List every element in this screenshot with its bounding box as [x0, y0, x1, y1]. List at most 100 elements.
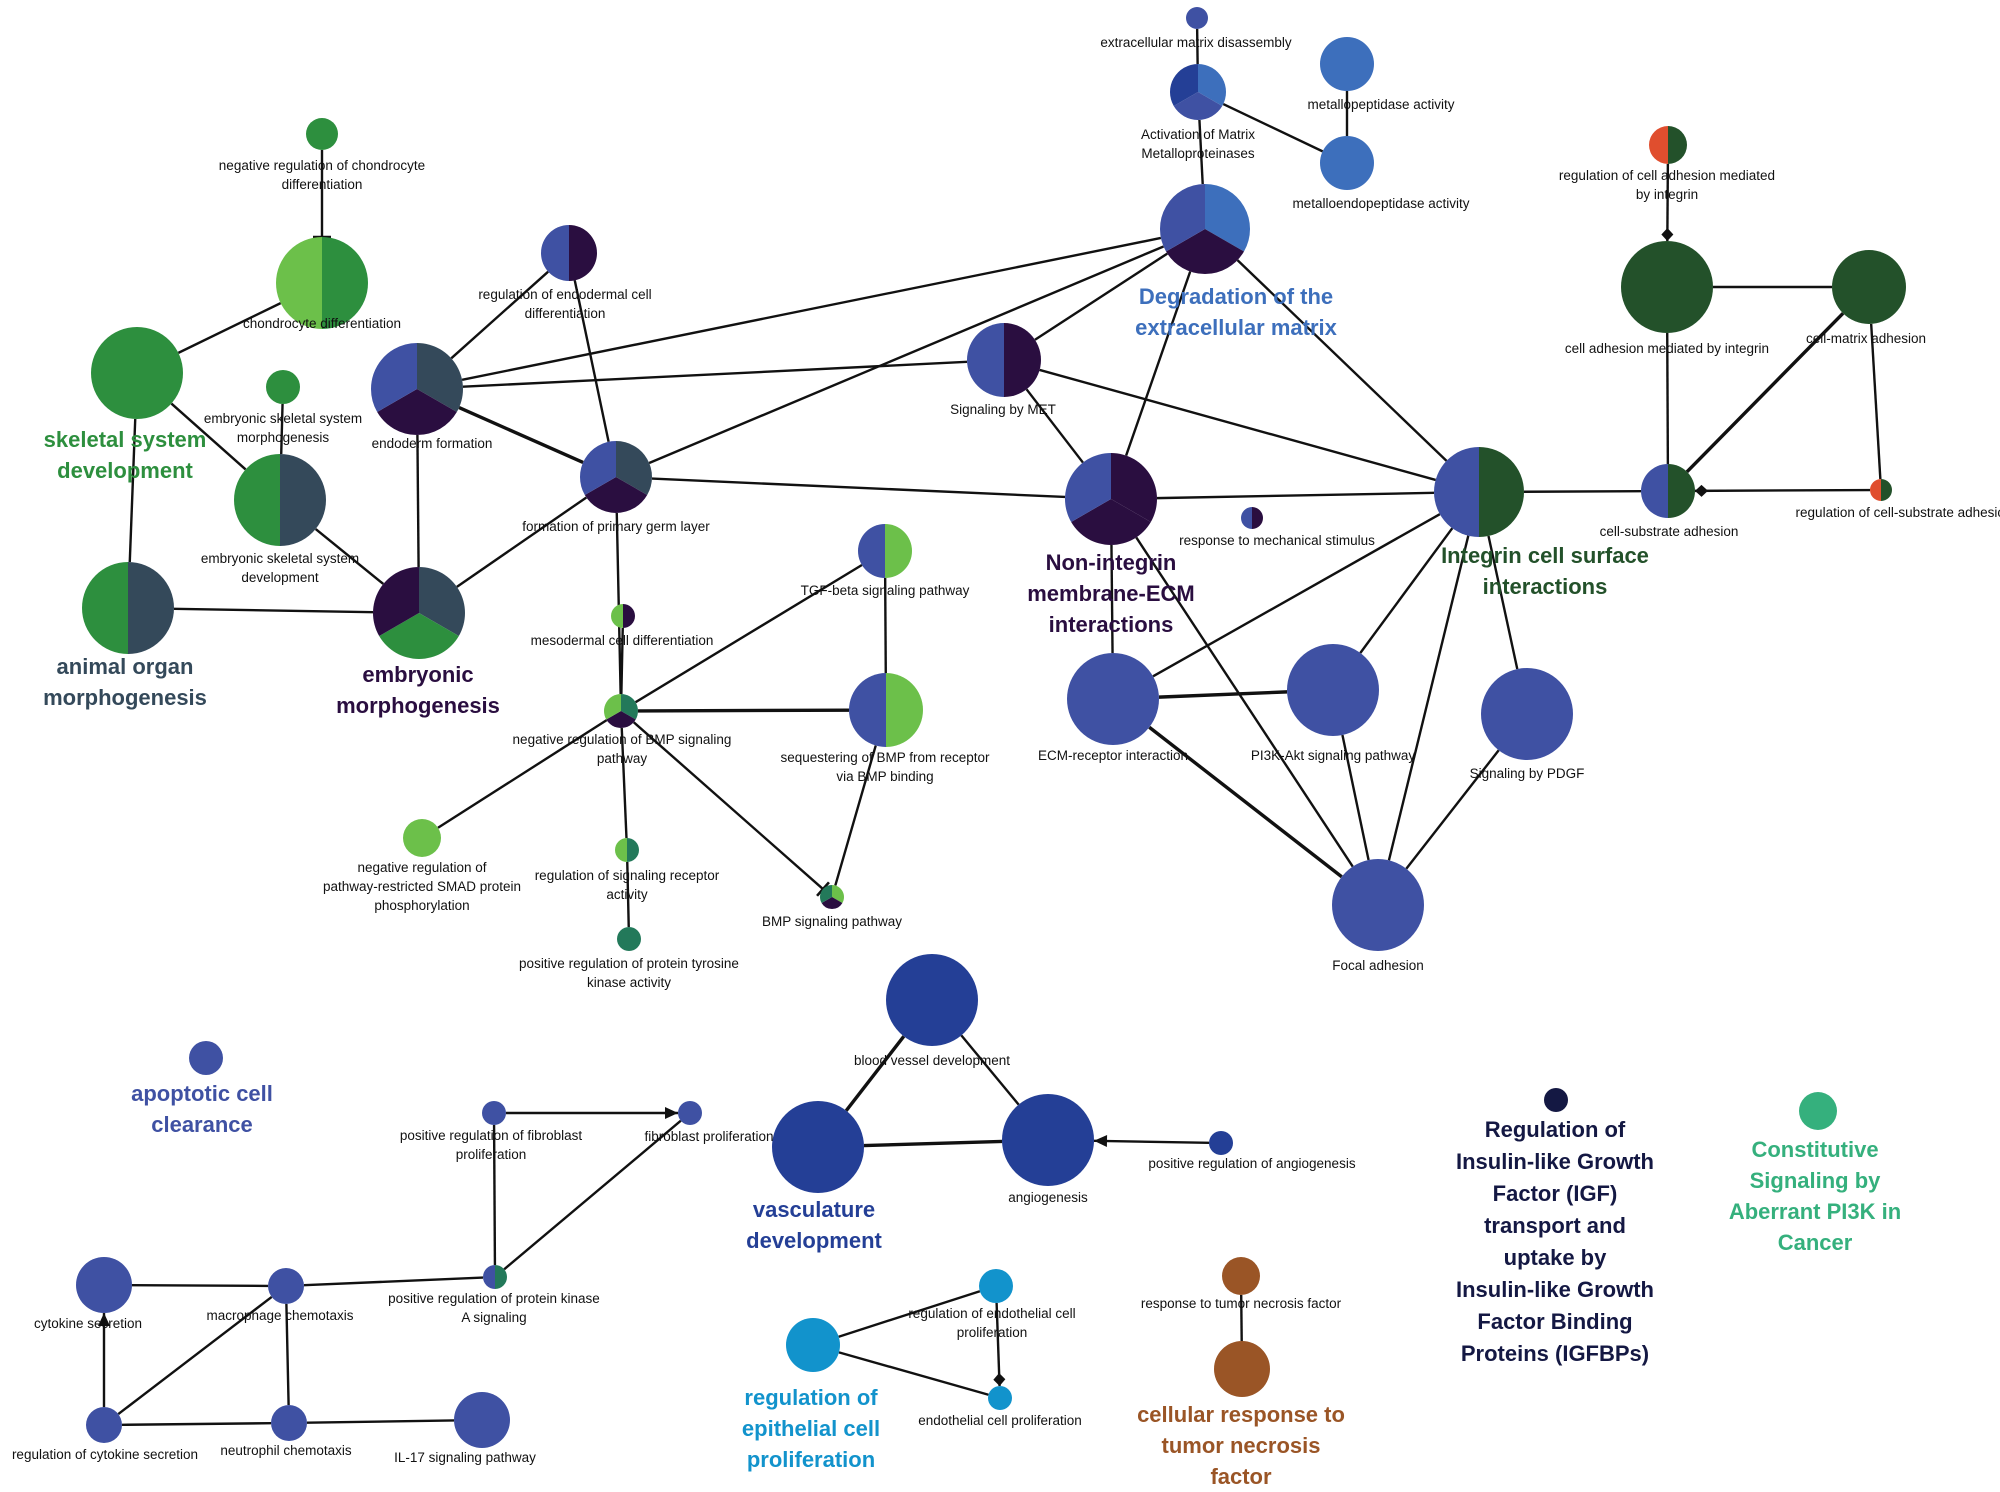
node-mech[interactable]: response to mechanical stimulus — [1241, 507, 1263, 529]
node-degradation[interactable]: Degradation of the extracellular matrix — [1160, 184, 1251, 275]
node-metalloendo[interactable]: metalloendopeptidase activity — [1320, 136, 1374, 190]
edge-reg_cytokine-cytokine_sec — [98, 1313, 110, 1407]
node-reg-cytokine[interactable]: regulation of cytokine secretion — [86, 1407, 122, 1443]
node-label-metalloendo: metalloendopeptidase activity — [1292, 196, 1469, 211]
edge-act_mmp-metalloendo — [1222, 102, 1324, 153]
node-neg-bmp[interactable]: negative regulation of BMP signaling pat… — [604, 694, 638, 728]
node-slice — [1002, 1094, 1094, 1186]
node-igf[interactable]: Regulation of Insulin-like Growth Factor… — [1544, 1088, 1568, 1112]
node-act-mmp[interactable]: Activation of Matrix Metalloproteinases — [1170, 64, 1226, 120]
node-reg-endoderm[interactable]: regulation of endodermal cell differenti… — [541, 225, 597, 281]
node-met[interactable]: Signaling by MET — [967, 323, 1041, 397]
node-reg-endothelial[interactable]: regulation of endothelial cell prolifera… — [979, 1269, 1013, 1303]
node-animal-organ[interactable]: animal organ morphogenesis — [82, 562, 174, 654]
node-adh-integrin[interactable]: cell adhesion mediated by integrin — [1621, 241, 1713, 333]
node-slice — [1111, 453, 1157, 522]
node-cell-matrix[interactable]: cell-matrix adhesion — [1832, 250, 1906, 324]
node-pos-tyr[interactable]: positive regulation of protein tyrosine … — [617, 927, 641, 951]
node-tgf[interactable]: TGF-beta signaling pathway — [858, 524, 912, 578]
node-slice — [1641, 464, 1668, 518]
node-fibro[interactable]: fibroblast proliferation — [678, 1101, 702, 1125]
node-neg-chondro[interactable]: negative regulation of chondrocyte diffe… — [306, 118, 338, 150]
node-focal[interactable]: Focal adhesion — [1332, 859, 1424, 951]
node-reg-sig-rec[interactable]: regulation of signaling receptor activit… — [615, 838, 639, 862]
node-slice — [580, 441, 616, 495]
node-resp-tnf[interactable]: response to tumor necrosis factor — [1222, 1257, 1260, 1295]
node-emb-morph[interactable]: embryonic morphogenesis — [373, 567, 465, 659]
node-macrophage[interactable]: macrophage chemotaxis — [268, 1268, 304, 1304]
node-chondro[interactable]: chondrocyte differentiation — [276, 237, 368, 329]
node-slice — [82, 562, 128, 654]
edge-met-integrin — [1039, 368, 1436, 482]
node-pos-pka[interactable]: positive regulation of protein kinase A … — [483, 1265, 507, 1289]
node-label-ecm-receptor: ECM-receptor interaction — [1038, 748, 1188, 763]
node-vasculature[interactable]: vasculature development — [772, 1101, 864, 1193]
node-pdgf[interactable]: Signaling by PDGF — [1481, 668, 1573, 760]
node-label-bmp: BMP signaling pathway — [762, 914, 902, 929]
edge-cell_matrix-cell_substrate — [1685, 312, 1845, 473]
node-cell-resp-tnf[interactable]: cellular response to tumor necrosis fact… — [1214, 1341, 1270, 1397]
node-reg-epithelial[interactable]: regulation of epithelial cell proliferat… — [786, 1318, 840, 1372]
node-integrin[interactable]: Integrin cell surface interactions — [1434, 447, 1524, 537]
node-slice — [271, 1405, 307, 1441]
node-label-cell-substrate: cell-substrate adhesion — [1600, 524, 1739, 539]
node-skeletal[interactable]: skeletal system development — [91, 327, 183, 419]
edge-animal_organ-emb_morph — [173, 607, 374, 614]
node-pi3k-akt[interactable]: PI3K-Akt signaling pathway — [1287, 644, 1379, 736]
node-non-integrin[interactable]: Non-integrin membrane-ECM interactions — [1065, 453, 1157, 545]
node-slice — [1332, 859, 1424, 951]
node-neg-smad[interactable]: negative regulation of pathway-restricte… — [403, 819, 441, 857]
edge-reg_sig_rec-pos_tyr — [626, 861, 630, 928]
edge-fibro-pos_pka — [503, 1119, 682, 1271]
node-cytokine-sec[interactable]: cytokine secretion — [76, 1257, 132, 1313]
node-label-tgf: TGF-beta signaling pathway — [801, 583, 970, 598]
node-cell-substrate[interactable]: cell-substrate adhesion — [1641, 464, 1695, 518]
edge-macrophage-neutrophil — [285, 1303, 290, 1406]
edge-neg_bmp-neg_smad — [437, 719, 608, 829]
node-reg-cell-substrate[interactable]: regulation of cell-substrate adhesion — [1870, 479, 1892, 501]
node-blood-vessel[interactable]: blood vessel development — [886, 954, 978, 1046]
node-metallopep[interactable]: metallopeptidase activity — [1320, 37, 1374, 91]
node-bmp[interactable]: BMP signaling pathway — [820, 885, 844, 910]
edge-cell_matrix-reg_cell_substrate — [1869, 323, 1882, 480]
node-neutrophil[interactable]: neutrophil chemotaxis — [271, 1405, 307, 1441]
node-slice — [1186, 7, 1208, 29]
node-ecm-disassembly[interactable]: extracellular matrix disassembly — [1186, 7, 1208, 29]
nodes-layer: negative regulation of chondrocyte diffe… — [76, 7, 1906, 1448]
diamond-head — [1661, 228, 1674, 242]
node-pos-fibro[interactable]: positive regulation of fibroblast prolif… — [482, 1101, 506, 1125]
node-slice — [276, 237, 322, 329]
node-reg-adh-integrin[interactable]: regulation of cell adhesion mediated by … — [1649, 126, 1687, 164]
arrow-head — [98, 1313, 110, 1326]
node-il17[interactable]: IL-17 signaling pathway — [454, 1392, 510, 1448]
node-emb-skel-morph[interactable]: embryonic skeletal system morphogenesis — [266, 370, 300, 404]
node-endoderm-form[interactable]: endoderm formation — [371, 343, 464, 435]
node-slice — [76, 1257, 132, 1313]
node-angiogenesis[interactable]: angiogenesis — [1002, 1094, 1094, 1186]
node-label-fibro: fibroblast proliferation — [644, 1129, 773, 1144]
node-seq-bmp[interactable]: sequestering of BMP from receptor via BM… — [849, 673, 923, 747]
node-primary-germ[interactable]: formation of primary germ layer — [580, 441, 653, 514]
node-emb-skel-dev[interactable]: embryonic skeletal system development — [234, 454, 326, 546]
edge-skeletal-emb_skel_dev — [170, 402, 247, 471]
node-slice — [886, 673, 923, 747]
edge-ecm_receptor-focal — [1148, 725, 1343, 879]
node-pos-angio[interactable]: positive regulation of angiogenesis — [1209, 1131, 1233, 1155]
edge-neg_bmp-tgf — [634, 563, 863, 704]
node-pi3k-cancer[interactable]: Constitutive Signaling by Aberrant PI3K … — [1799, 1092, 1837, 1130]
node-label-endothelial: endothelial cell proliferation — [918, 1413, 1082, 1428]
node-apoptotic[interactable]: apoptotic cell clearance — [189, 1041, 223, 1075]
node-endothelial[interactable]: endothelial cell proliferation — [988, 1386, 1012, 1410]
node-slice — [419, 567, 465, 636]
node-ecm-receptor[interactable]: ECM-receptor interaction — [1067, 653, 1159, 745]
node-mesoderm[interactable]: mesodermal cell differentiation — [611, 604, 635, 628]
node-slice — [86, 1407, 122, 1443]
